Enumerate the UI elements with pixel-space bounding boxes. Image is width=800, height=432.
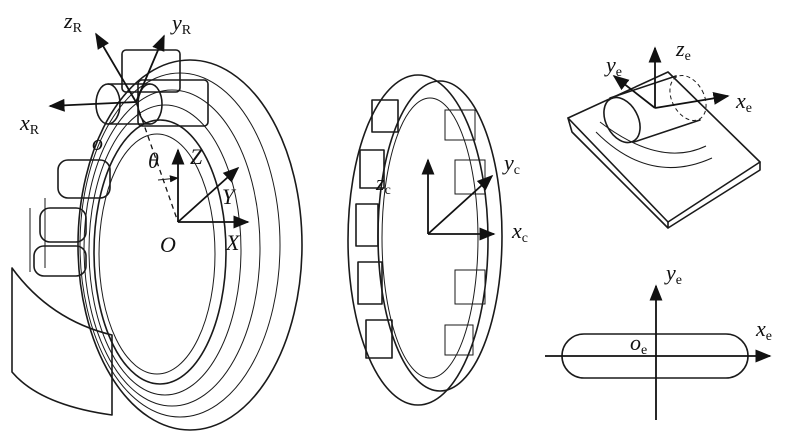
cage-windows <box>355 99 486 359</box>
roller-element: ze ye xe <box>567 36 761 229</box>
label-contact-oe: oe <box>630 330 647 358</box>
label-xe: xe <box>735 88 752 116</box>
label-o: o <box>92 130 103 155</box>
roller-track-inner <box>88 104 242 396</box>
label-O: O <box>160 232 176 257</box>
Y-axis <box>177 166 240 223</box>
yR-axis <box>135 34 165 103</box>
label-Y: Y <box>222 184 237 209</box>
cage-window <box>359 149 385 189</box>
cage-assembly: zc yc xc <box>347 74 528 406</box>
yc-axis <box>427 174 494 235</box>
xe-axis <box>654 91 730 109</box>
roller-track-outer <box>83 89 261 407</box>
cage-window <box>365 319 393 359</box>
outer-ring-outer-edge <box>77 59 303 431</box>
roller-element-end <box>603 96 641 144</box>
cage-window <box>355 203 379 247</box>
label-zR: zR <box>63 8 83 36</box>
cage-window <box>444 109 476 141</box>
roller-top-far-end <box>137 83 163 125</box>
raceway-segment-top <box>567 71 761 223</box>
roller-top-left <box>57 159 111 199</box>
theta-arrow <box>157 175 179 183</box>
cage-outer-back <box>377 80 503 392</box>
label-xc: xc <box>511 218 528 246</box>
inner-ring-bore <box>98 133 216 375</box>
cage-window <box>444 324 474 356</box>
label-contact-xe: xe <box>755 316 772 344</box>
label-ze: ze <box>675 36 691 64</box>
label-yc: yc <box>502 150 520 178</box>
cutaway-section <box>11 267 113 416</box>
contact-patch: ye xe oe <box>545 260 772 420</box>
raceway-segment-thickness <box>567 117 761 229</box>
roller-mid-left <box>39 207 87 243</box>
roller-cage-pocket-top <box>121 49 181 93</box>
contact-angle-line <box>135 101 179 223</box>
roller-low-left <box>33 245 87 277</box>
zR-axis <box>95 32 137 103</box>
xR-axis <box>48 98 137 112</box>
label-theta: θ <box>148 148 159 173</box>
ye-axis <box>612 75 656 109</box>
cage-inner <box>381 97 479 379</box>
label-Z: Z <box>190 144 203 169</box>
label-contact-ye: ye <box>664 260 682 288</box>
label-zc: zc <box>375 170 391 198</box>
label-ye: ye <box>604 52 622 80</box>
cage-window <box>357 261 383 305</box>
label-xR: xR <box>19 110 40 138</box>
raceway-groove <box>595 121 713 169</box>
label-yR: yR <box>170 10 192 38</box>
label-X: X <box>225 230 241 255</box>
inner-ring-edge <box>93 119 227 385</box>
cage-window <box>454 269 486 305</box>
bearing-assembly: zR yR xR o θ Z Y X O <box>11 8 303 431</box>
roller-element-body <box>609 75 701 143</box>
cage-window <box>371 99 399 133</box>
cutaway-section-edges <box>29 198 46 272</box>
